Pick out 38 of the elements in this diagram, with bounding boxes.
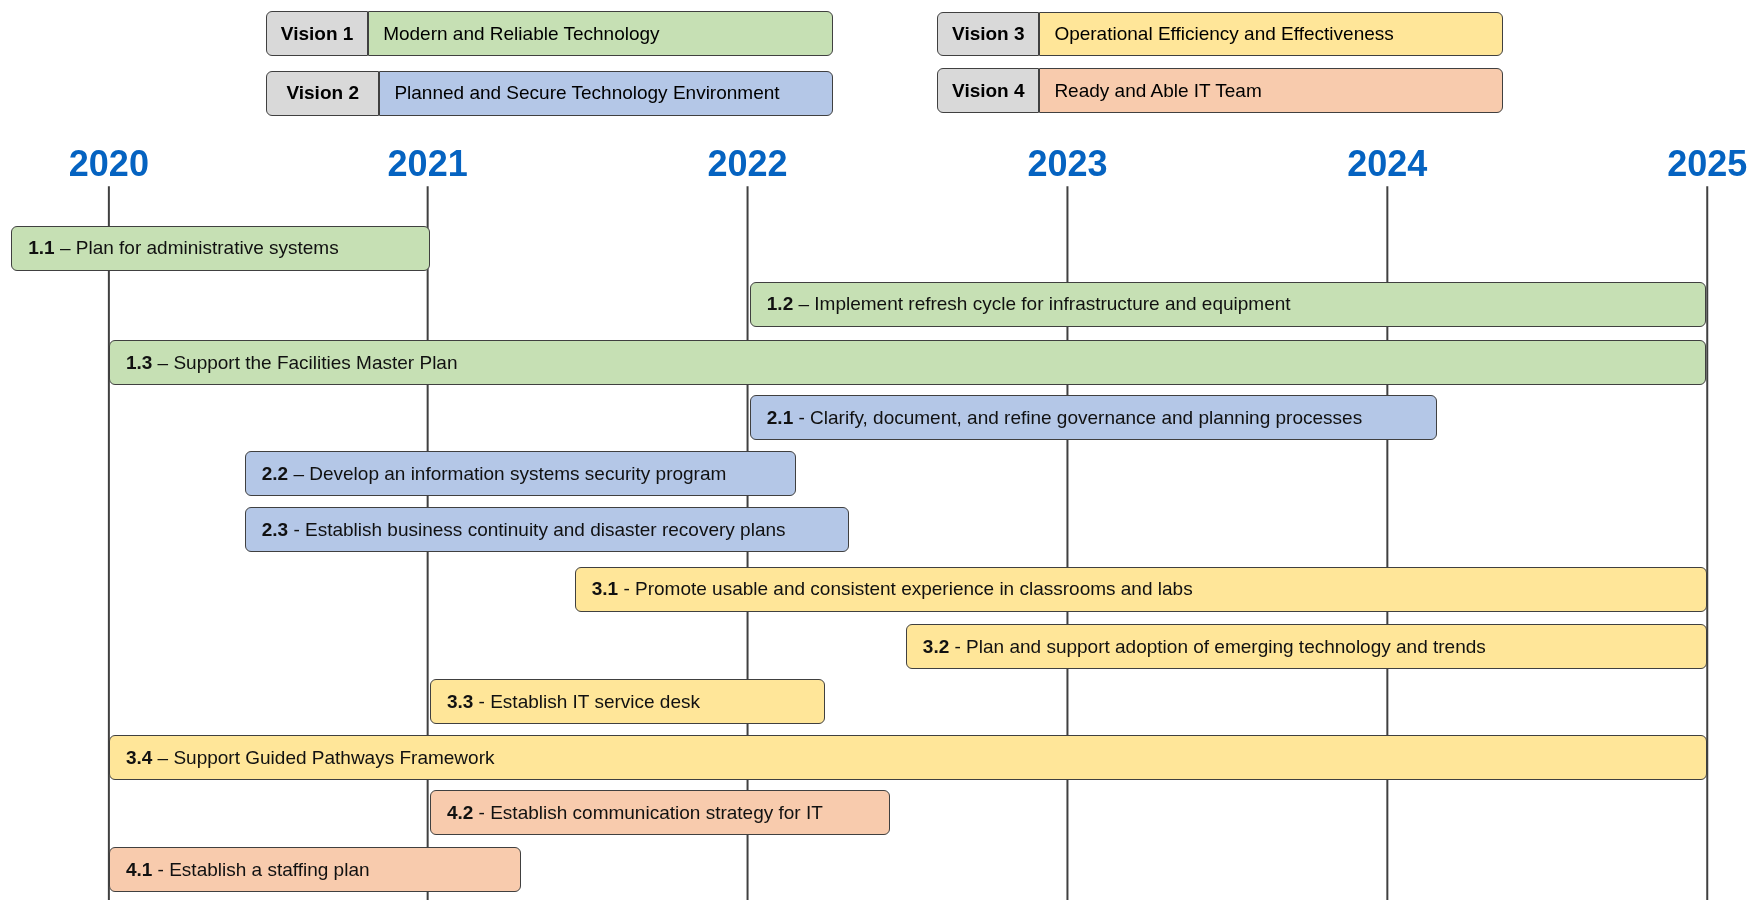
timeline-bar: [574, 566, 1708, 612]
timeline-bar: [905, 624, 1708, 669]
timeline-bar: [11, 225, 430, 271]
year-label: 2023: [1027, 142, 1108, 185]
vision-tag: Vision 4: [937, 68, 1040, 114]
legend-text: Planned and Secure Technology Environment: [394, 82, 780, 105]
bar-label: 2.2 – Develop an information systems security program: [261, 462, 727, 485]
year-label: 2025: [1667, 142, 1748, 185]
vision-tag: Vision 1: [266, 11, 369, 57]
legend-text: Ready and Able IT Team: [1054, 79, 1262, 102]
bar-label: 4.1 - Establish a staffing plan: [125, 858, 370, 881]
timeline-bar: [429, 790, 891, 836]
bar-label: 3.4 – Support Guided Pathways Framework: [125, 746, 495, 769]
year-label: 2024: [1347, 142, 1428, 185]
timeline-bar: [108, 735, 1708, 781]
year-label: 2021: [387, 142, 468, 185]
timeline-bar: [749, 281, 1707, 327]
bar-label: 1.3 – Support the Facilities Master Plan: [125, 351, 458, 374]
bar-label: 2.1 - Clarify, document, and refine governance and planning processes: [766, 406, 1363, 429]
legend-text: Modern and Reliable Technology: [383, 22, 660, 45]
bar-label: 2.3 - Establish business continuity and disaster recovery plans: [261, 518, 786, 541]
bar-label: 3.2 - Plan and support adoption of emerging technology and trends: [922, 635, 1486, 658]
vision-tag: Vision 3: [937, 12, 1040, 57]
vision-tag: Vision 2: [266, 70, 380, 116]
timeline-bar: [244, 507, 849, 553]
timeline-bar: [429, 679, 825, 724]
bar-label: 1.2 – Implement refresh cycle for infrastructure and equipment: [766, 293, 1291, 316]
bar-label: 4.2 - Establish communication strategy for IT: [446, 801, 823, 824]
bar-label: 3.1 - Promote usable and consistent experience in classrooms and labs: [591, 578, 1193, 601]
timeline-bar: [108, 847, 521, 893]
bar-label: 1.1 – Plan for administrative systems: [28, 237, 339, 260]
legend-text: Operational Efficiency and Effectiveness: [1054, 23, 1394, 46]
timeline-bar: [244, 451, 796, 497]
timeline-bar: [108, 340, 1707, 385]
bar-label: 3.3 - Establish IT service desk: [446, 690, 700, 713]
year-label: 2022: [707, 142, 788, 185]
timeline-bar: [749, 395, 1437, 440]
year-label: 2020: [68, 142, 149, 185]
